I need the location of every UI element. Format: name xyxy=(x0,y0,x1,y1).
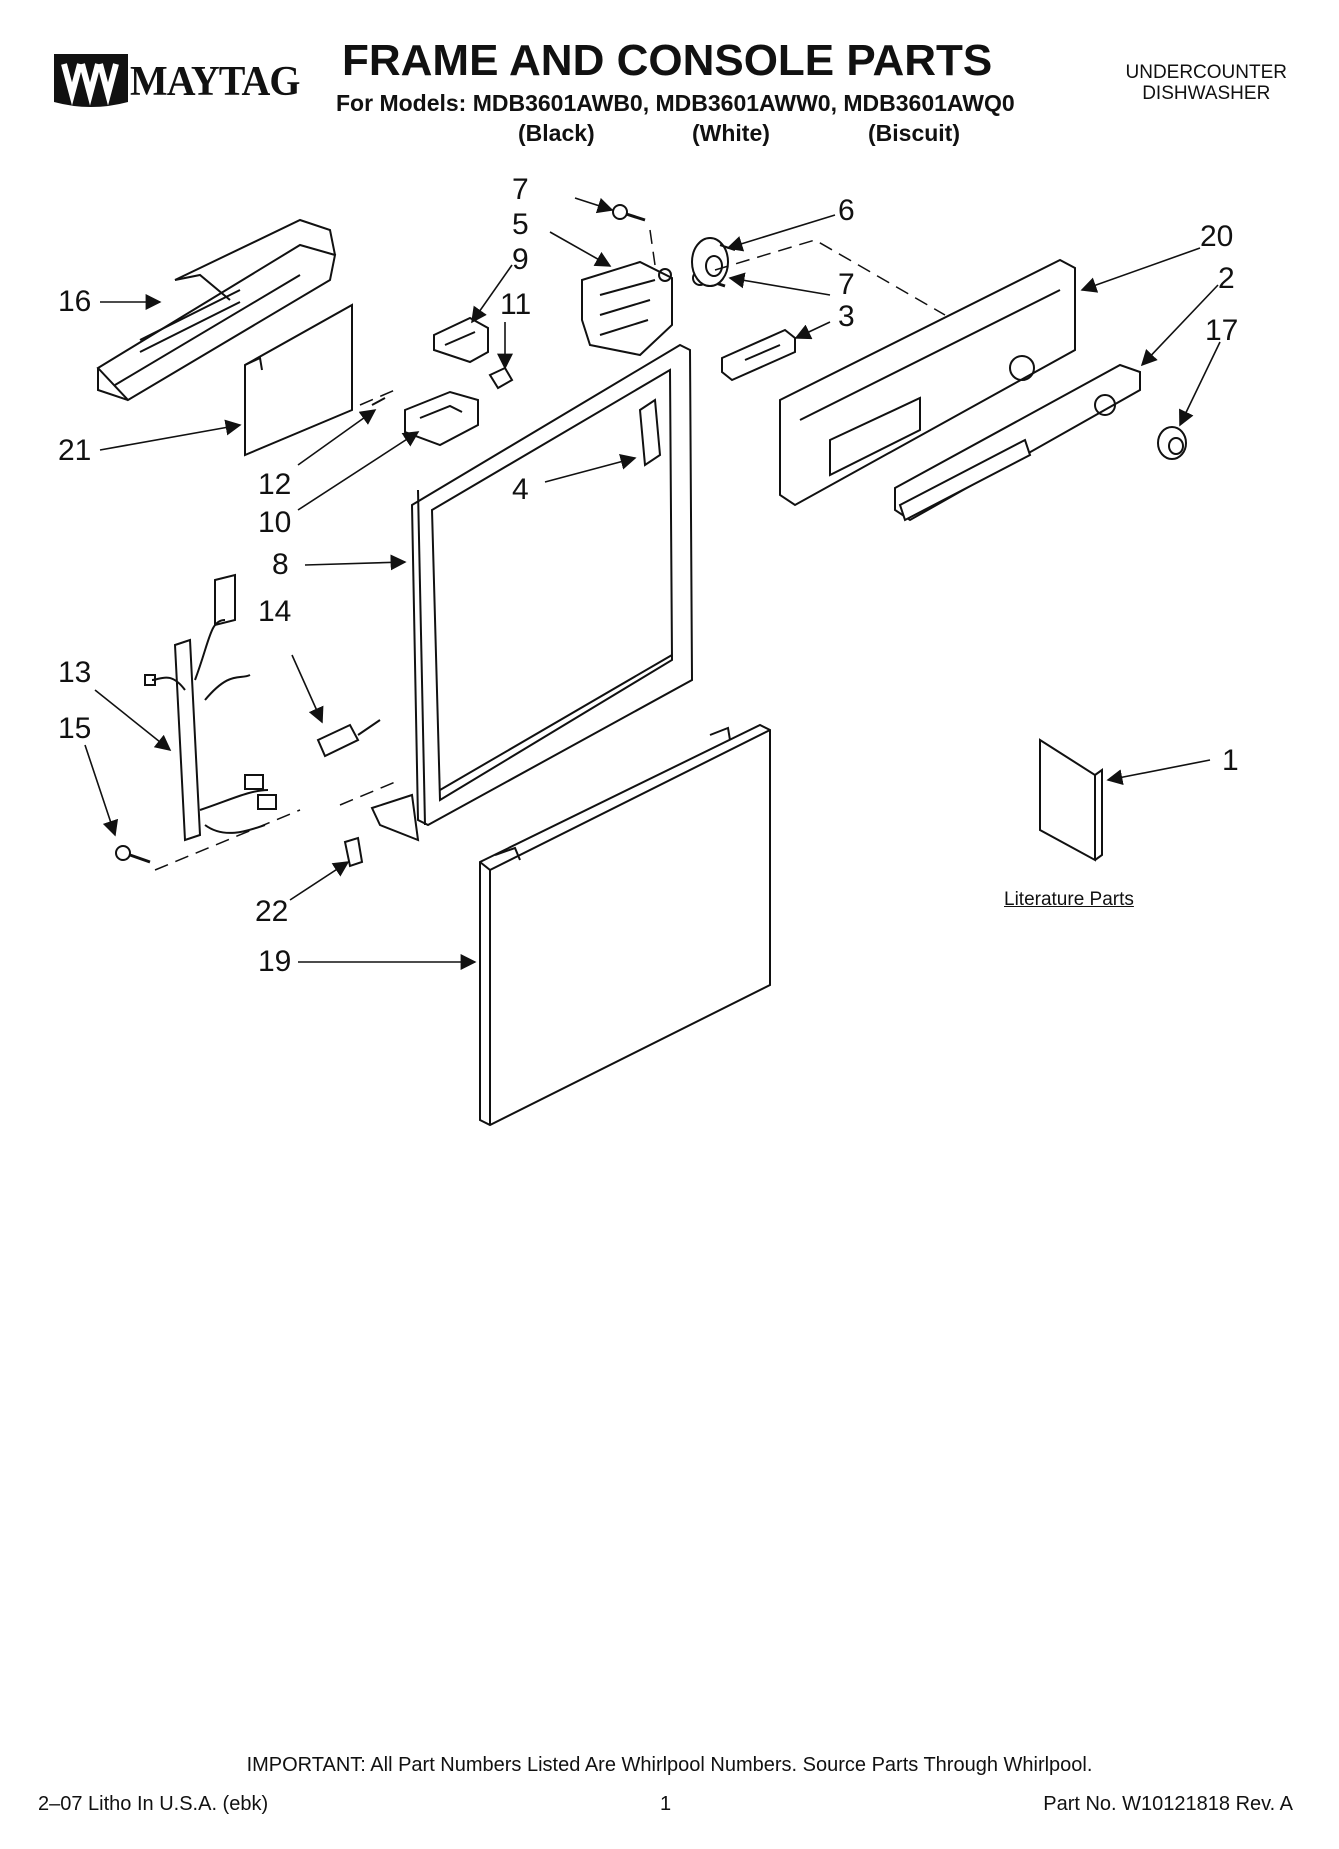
callout-2: 2 xyxy=(1218,262,1235,295)
callout-8: 8 xyxy=(272,548,289,581)
callout-13: 13 xyxy=(58,656,92,689)
callout-10: 10 xyxy=(258,506,292,539)
category-line-2: DISHWASHER xyxy=(1142,83,1271,104)
maytag-logo-mark xyxy=(54,54,128,107)
literature-parts-label: Literature Parts xyxy=(1004,889,1134,910)
callout-arrows xyxy=(84,197,1221,970)
color-white: (White) xyxy=(692,120,770,146)
part-21-insulation-panel xyxy=(244,303,353,457)
part-13-wire-harness xyxy=(144,573,277,842)
part-1-literature xyxy=(1039,738,1103,862)
page-title: FRAME AND CONSOLE PARTS xyxy=(342,36,993,85)
part-7-screw-top xyxy=(612,204,646,222)
part-14-connector xyxy=(316,719,381,758)
callout-5: 5 xyxy=(512,208,529,241)
color-black: (Black) xyxy=(518,120,595,146)
callout-14: 14 xyxy=(258,595,292,628)
part-15-screw xyxy=(115,845,151,864)
footer-litho: 2–07 Litho In U.S.A. (ebk) xyxy=(38,1793,269,1815)
callout-9: 9 xyxy=(512,243,529,276)
part-22-clip xyxy=(343,836,364,868)
color-biscuit: (Biscuit) xyxy=(868,120,960,146)
part-19-door-panel xyxy=(479,723,771,1127)
callout-4: 4 xyxy=(512,473,529,506)
dashed-assembly-lines xyxy=(154,229,946,871)
callout-21: 21 xyxy=(58,434,92,467)
maytag-logo xyxy=(50,50,132,117)
callout-6: 6 xyxy=(838,194,855,227)
callout-7-mid: 7 xyxy=(838,268,855,301)
part-16-control-housing xyxy=(96,218,337,402)
product-category: UNDERCOUNTER DISHWASHER xyxy=(1126,62,1288,104)
part-17-knob xyxy=(1157,426,1187,460)
footer-important-note: IMPORTANT: All Part Numbers Listed Are W… xyxy=(246,1754,1093,1776)
part-11-clip xyxy=(488,366,514,390)
part-3-switch xyxy=(721,328,796,382)
callout-15: 15 xyxy=(58,712,92,745)
models-line: For Models: MDB3601AWB0, MDB3601AWW0, MD… xyxy=(336,90,1015,116)
part-10-holder xyxy=(404,390,479,447)
part-6-actuator xyxy=(691,237,736,287)
part-overlay-strip xyxy=(898,438,1032,522)
callout-12: 12 xyxy=(258,468,292,501)
part-12 xyxy=(371,397,386,406)
callout-22: 22 xyxy=(255,895,289,928)
callout-7-top: 7 xyxy=(512,173,529,206)
category-line-1: UNDERCOUNTER xyxy=(1125,62,1288,83)
callout-3: 3 xyxy=(838,300,855,333)
part-9-bracket xyxy=(433,316,489,364)
part-20-console xyxy=(779,258,1076,507)
brand-wordmark: MAYTAG xyxy=(130,59,300,105)
callout-19: 19 xyxy=(258,945,292,978)
callout-1: 1 xyxy=(1222,744,1239,777)
footer-part-number: Part No. W10121818 Rev. A xyxy=(1043,1793,1293,1815)
callout-16: 16 xyxy=(58,285,92,318)
callout-20: 20 xyxy=(1200,220,1234,253)
part-5-latch xyxy=(581,260,673,357)
callout-11: 11 xyxy=(500,288,532,321)
footer-page-number: 1 xyxy=(660,1793,672,1815)
callout-17: 17 xyxy=(1205,314,1239,347)
